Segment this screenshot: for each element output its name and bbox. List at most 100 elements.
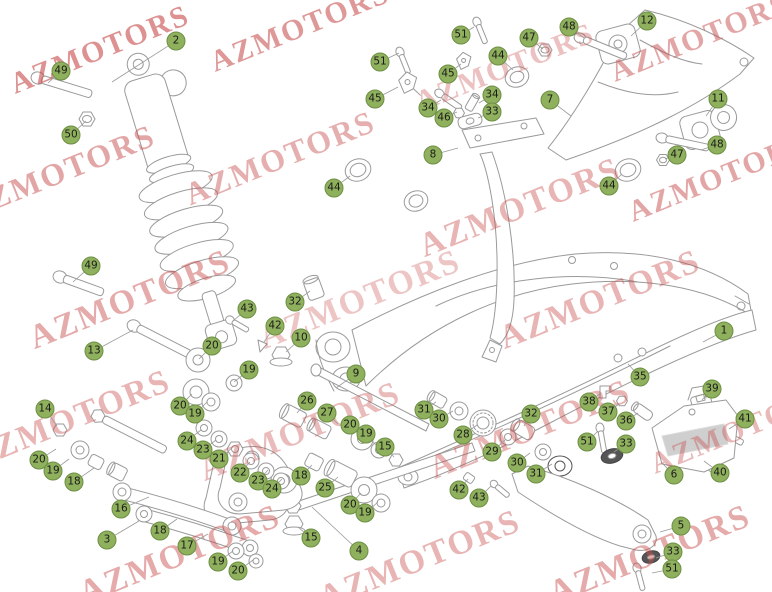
bolt-48b-drawing (655, 132, 710, 153)
axle-spacers-drawing (425, 389, 572, 499)
leader-line (464, 478, 469, 483)
part-callout-19: 19 (185, 404, 205, 424)
leader-line (701, 395, 706, 401)
leader-line (77, 120, 87, 129)
leader-line (307, 464, 313, 470)
part-callout-33: 33 (616, 434, 636, 454)
part-callout-30: 30 (429, 409, 449, 429)
part-callout-4: 4 (349, 541, 369, 561)
leader-line (441, 147, 459, 153)
leader-line (296, 408, 302, 414)
leader-line (356, 492, 362, 499)
leader-line (111, 45, 169, 83)
leader-line (311, 506, 353, 545)
leader-line (341, 175, 351, 183)
part-callout-25: 25 (315, 478, 335, 498)
part-callout-15: 15 (375, 437, 395, 457)
part-callout-20: 20 (228, 561, 248, 581)
leader-line (702, 335, 716, 343)
part-callout-33: 33 (482, 102, 502, 122)
leader-line (452, 111, 458, 115)
leader-line (60, 458, 70, 466)
part-callout-51: 51 (577, 432, 597, 452)
leader-line (47, 77, 55, 84)
part-callout-45: 45 (365, 89, 385, 109)
leader-line (728, 423, 738, 430)
part-callout-35: 35 (630, 367, 650, 387)
leader-line (194, 429, 202, 436)
guard-bracket-drawing (462, 118, 544, 362)
pivot-bushings-drawing (258, 274, 325, 366)
leader-line (470, 424, 478, 430)
part-callout-19: 19 (43, 461, 63, 481)
part-callout-31: 31 (526, 464, 546, 484)
leader-line (333, 419, 339, 425)
leader-line (232, 314, 241, 322)
leader-line (388, 52, 400, 59)
leader-line (195, 533, 209, 542)
part-callout-37: 37 (598, 402, 618, 422)
part-callout-22: 22 (230, 463, 250, 483)
part-callout-18: 18 (291, 466, 311, 486)
part-callout-17: 17 (177, 536, 197, 556)
part-callout-20: 20 (340, 415, 360, 435)
lower-slider-drawing (512, 466, 661, 591)
leader-line (613, 448, 619, 453)
right-hardware-drawing (595, 348, 745, 474)
leader-line (498, 439, 506, 446)
leader-line (703, 460, 713, 468)
part-callout-12: 12 (637, 11, 657, 31)
leader-line (46, 448, 57, 456)
part-callout-14: 14 (35, 399, 55, 419)
leader-line (81, 467, 95, 477)
leader-line (615, 403, 620, 407)
leader-line (700, 147, 709, 151)
leader-line (332, 476, 339, 483)
part-callout-51: 51 (451, 25, 471, 45)
leader-line (431, 401, 437, 406)
part-callout-48: 48 (707, 135, 727, 155)
leader-line (233, 375, 242, 383)
part-callout-28: 28 (453, 425, 473, 445)
part-callout-32: 32 (521, 404, 541, 424)
part-callout-42: 42 (449, 480, 469, 500)
leader-line (447, 410, 454, 415)
leader-line (335, 379, 349, 389)
leader-line (263, 333, 270, 343)
washer-chain-drawing (183, 379, 289, 489)
leader-line (557, 105, 572, 117)
part-callout-32: 32 (285, 292, 305, 312)
part-callout-27: 27 (317, 403, 337, 423)
part-callout-6: 6 (664, 465, 684, 485)
part-callout-45: 45 (438, 64, 458, 84)
part-callout-19: 19 (239, 360, 259, 380)
part-callout-50: 50 (61, 125, 81, 145)
part-callout-19: 19 (355, 503, 375, 523)
leader-line (264, 469, 269, 475)
leader-line (536, 43, 544, 50)
part-callout-34: 34 (418, 98, 438, 118)
part-callout-24: 24 (262, 479, 282, 499)
leader-line (596, 392, 602, 397)
part-callout-29: 29 (482, 442, 502, 462)
part-callout-48: 48 (559, 17, 579, 37)
leader-line (129, 496, 150, 506)
part-callout-39: 39 (702, 379, 722, 399)
nut-50-drawing (79, 112, 95, 126)
dust-cap-drawings (342, 63, 644, 214)
nut-47a-drawing (538, 44, 552, 56)
leader-line (504, 62, 514, 71)
leader-line (477, 115, 484, 119)
leader-line (435, 99, 442, 104)
bolt-48a-drawing (573, 31, 629, 61)
part-callout-43: 43 (469, 488, 489, 508)
part-callout-47: 47 (667, 145, 687, 165)
part-callout-40: 40 (710, 463, 730, 483)
leader-line (186, 393, 193, 400)
bolt-13-drawing (125, 317, 195, 361)
part-callout-13: 13 (84, 341, 104, 361)
leader-line (302, 290, 311, 297)
